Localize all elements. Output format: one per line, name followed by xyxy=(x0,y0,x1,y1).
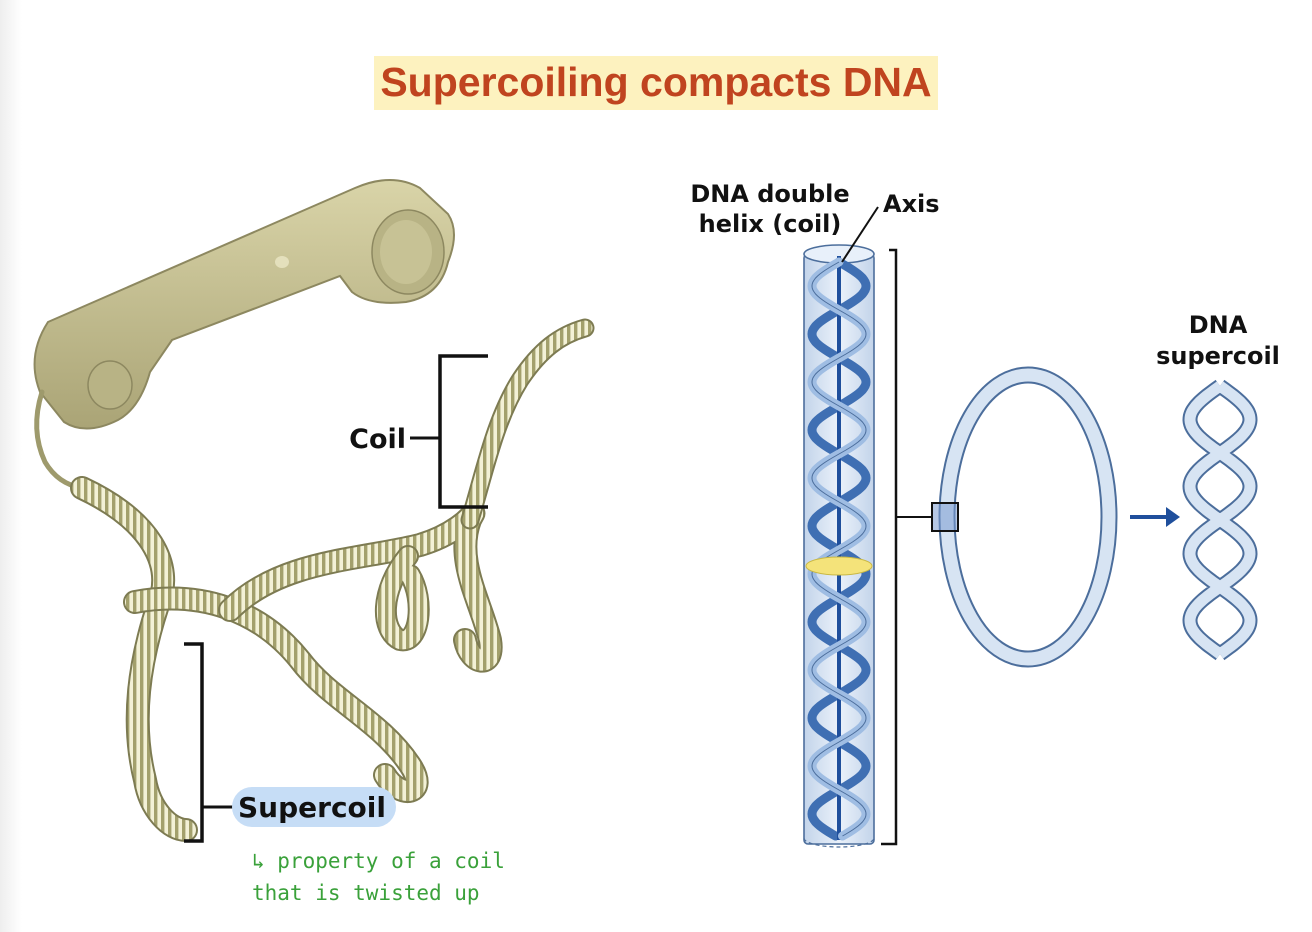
helix-labels: DNA double helix (coil) Axis xyxy=(690,180,940,263)
note-line-2: that is twisted up xyxy=(252,881,480,905)
circular-dna-ring xyxy=(931,366,1118,668)
axis-label: Axis xyxy=(883,190,940,218)
helix-cross-section xyxy=(805,556,873,576)
mouthpiece xyxy=(87,360,133,410)
handwritten-note: ↳ property of a coil that is twisted up xyxy=(252,849,505,905)
handset-button xyxy=(275,256,289,268)
helix-strand-front-edge xyxy=(811,261,867,837)
cord-loop xyxy=(376,547,428,650)
axis-leader-line xyxy=(841,206,879,263)
helix-label-line-1: DNA double xyxy=(690,180,849,208)
coil-bracket xyxy=(438,354,488,509)
supercoil-bracket xyxy=(184,642,204,843)
helix-bracket xyxy=(881,248,898,846)
supercoil-annotation: Supercoil xyxy=(184,642,396,843)
supercoil-label: Supercoil xyxy=(238,791,386,824)
earpiece-inner xyxy=(380,220,432,284)
supercoil-title-line-2: supercoil xyxy=(1156,342,1280,370)
arrow xyxy=(1130,507,1180,527)
dna-double-helix xyxy=(803,244,898,848)
phone-cord xyxy=(34,318,595,842)
note-line-1: ↳ property of a coil xyxy=(252,849,505,873)
handset-body xyxy=(33,179,455,430)
cord-straight-segment xyxy=(34,389,85,491)
supercoil-highlight xyxy=(232,787,396,827)
dna-supercoil: DNA supercoil xyxy=(1156,311,1280,661)
telephone-handset-illustration xyxy=(33,179,455,430)
page-title: Supercoiling compacts DNA xyxy=(374,56,938,110)
helix-tube-bottom xyxy=(803,837,875,848)
cord-coil-top xyxy=(462,320,593,528)
ring-fill xyxy=(940,368,1116,666)
supercoil-title-line-1: DNA xyxy=(1189,311,1248,339)
cord-coil-1 xyxy=(72,478,196,840)
coil-label: Coil xyxy=(349,424,406,455)
ring-segment-box xyxy=(931,502,959,532)
title-container: Supercoiling compacts DNA xyxy=(0,56,1312,110)
helix-label-line-2: helix (coil) xyxy=(699,210,842,238)
cord-coil-2 xyxy=(125,588,427,801)
coil-annotation: Coil xyxy=(349,354,488,509)
